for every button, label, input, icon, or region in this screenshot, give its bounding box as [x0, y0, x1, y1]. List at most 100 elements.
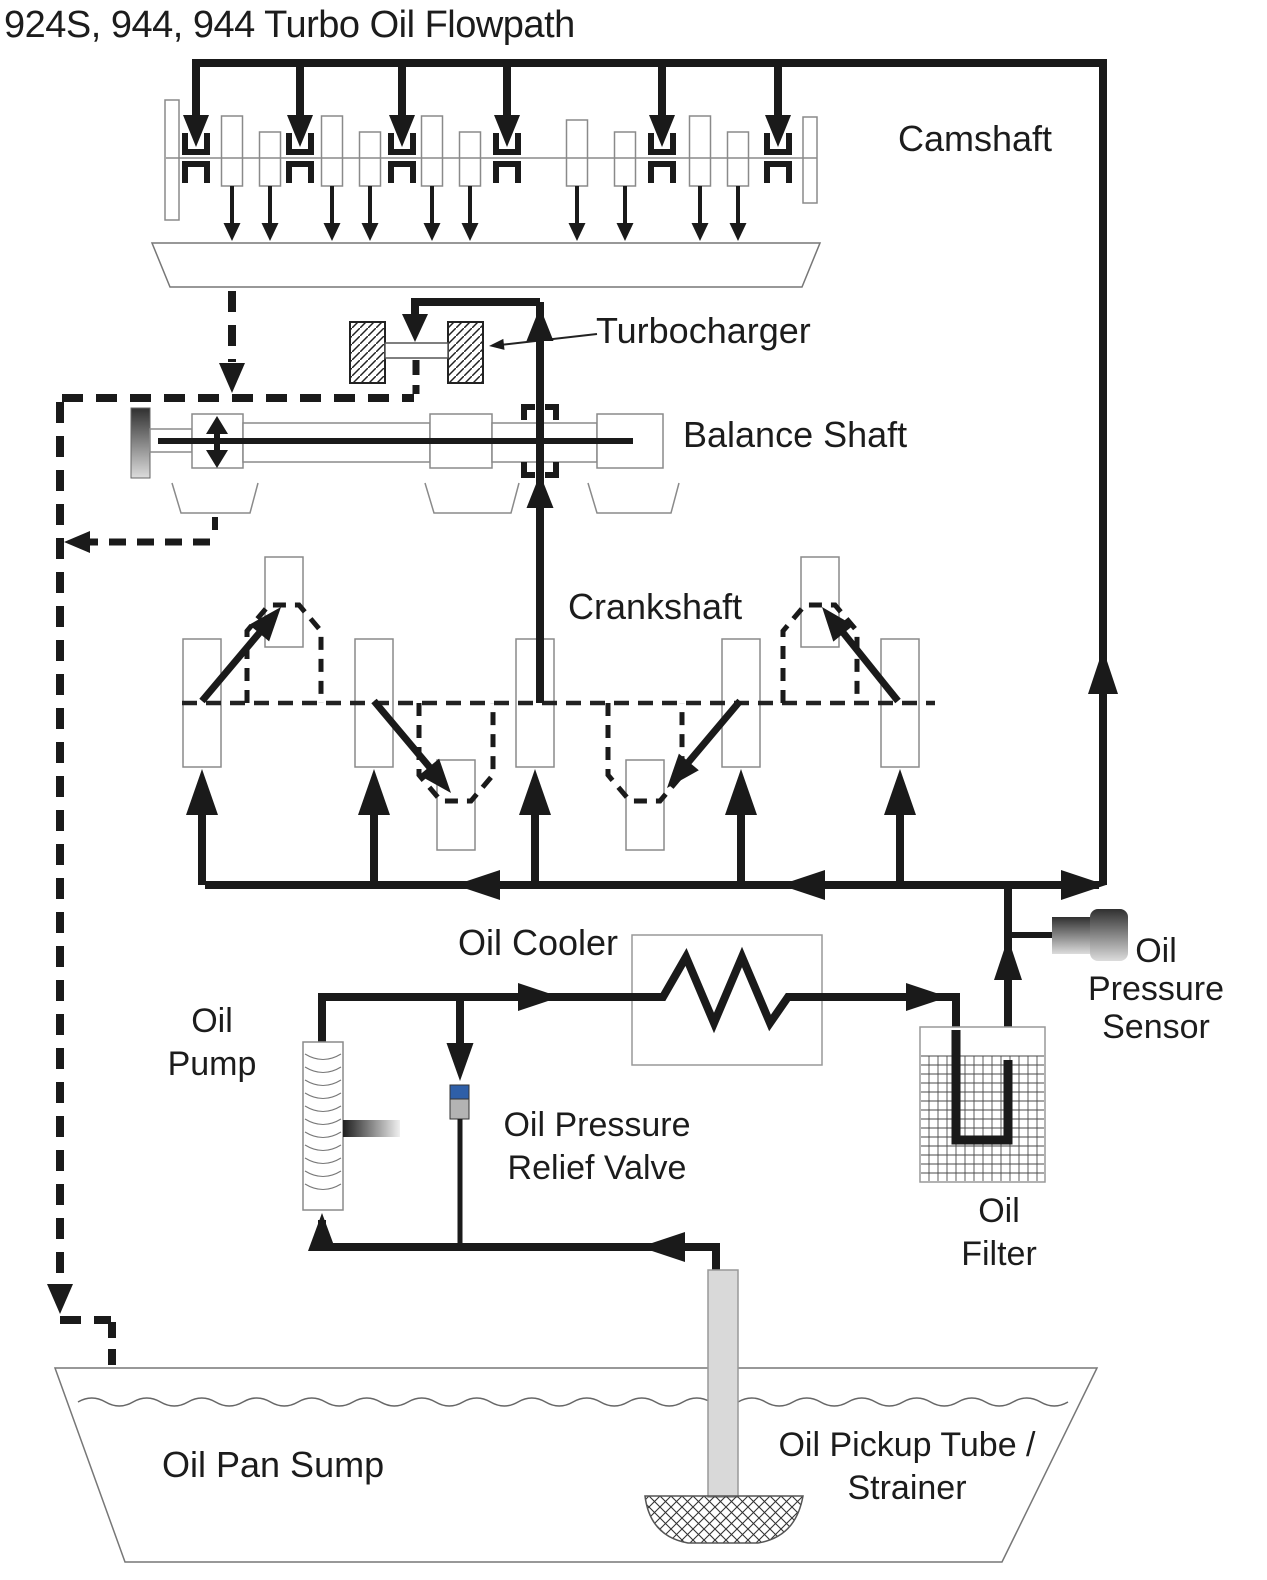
label-relief-line1: Oil Pressure — [503, 1106, 691, 1144]
cam-bed — [150, 242, 822, 288]
label-filter-line1: Oil — [978, 1192, 1020, 1230]
journal-feed-arrow — [358, 769, 390, 815]
crank-pin-upper — [800, 556, 840, 648]
lobe-drip-arrow — [361, 223, 379, 241]
pump-rotor-scallop — [304, 1170, 342, 1178]
lobe-drip-arrow — [616, 223, 634, 241]
cam-bearing-cap-upper — [286, 133, 314, 155]
cam-feed-arrow — [494, 115, 520, 147]
label-oil-pan-sump: Oil Pan Sump — [162, 1444, 385, 1485]
cam-bearing-cap-lower — [764, 161, 792, 183]
crank-passage-arrow — [249, 607, 281, 642]
turbo-wheel-right — [447, 321, 484, 384]
cam-lobe — [358, 131, 382, 187]
oil-filter-box — [919, 1026, 1046, 1183]
pickup-strainer — [644, 1495, 804, 1544]
manifold-arrow-left — [780, 870, 825, 900]
cam-feed-arrow — [183, 115, 209, 147]
relief-arrow — [446, 1043, 474, 1081]
journal-feed-arrow — [186, 769, 218, 815]
journal-feed-arrow — [884, 769, 916, 815]
cam-feed-arrow — [765, 115, 791, 147]
label-filter-line2: Filter — [961, 1235, 1037, 1273]
pump-in-arrow — [308, 1213, 336, 1251]
pump-rotor-scallop — [304, 1144, 342, 1152]
lobe-drip-arrow — [323, 223, 341, 241]
relief-valve-blue — [449, 1084, 470, 1100]
label-relief-valve: Oil Pressure Relief Valve — [447, 1104, 747, 1190]
balance-bracket — [521, 404, 535, 420]
cam-bearing-cap-upper — [764, 133, 792, 155]
cam-bearing-cap-upper — [648, 133, 676, 155]
label-sensor-line3: Sensor — [1102, 1008, 1210, 1046]
turbo-feed-arrow — [402, 314, 428, 342]
cam-lobe — [420, 115, 444, 187]
turbo-feed-line — [411, 298, 540, 316]
turbo-wheel-left — [349, 321, 386, 384]
riser-arrow-balance — [526, 474, 554, 508]
balance-bracket — [545, 404, 559, 420]
balance-bearing-arrow-up — [206, 416, 228, 434]
filter-out-arrow — [994, 938, 1022, 980]
cam-feed-arrow — [287, 115, 313, 147]
journal-feed-arrow — [725, 769, 757, 815]
suction-arrow — [640, 1232, 685, 1262]
oil-pump-body — [302, 1041, 344, 1211]
cam-drain-arrow — [219, 363, 245, 393]
pump-rotor-scallop — [304, 1053, 342, 1061]
cam-bearing-cap-lower — [286, 161, 314, 183]
pump-rotor-scallop — [304, 1131, 342, 1139]
pump-drive-shaft — [343, 1120, 400, 1137]
label-sensor-line2: Pressure — [1087, 970, 1225, 1008]
pump-rotor-scallop — [304, 1066, 342, 1074]
pump-rotor-scallop — [304, 1079, 342, 1087]
lobe-drip-arrow — [261, 223, 279, 241]
pump-rotor-scallop — [304, 1157, 342, 1165]
crank-passage — [371, 698, 440, 779]
label-crankshaft: Crankshaft — [568, 586, 743, 627]
cam-bearing-cap-lower — [648, 161, 676, 183]
cam-lobe — [565, 119, 589, 187]
page-title: 924S, 944, 944 Turbo Oil Flowpath — [4, 4, 575, 46]
cam-lobe — [258, 131, 282, 187]
cam-lobe — [220, 115, 244, 187]
oil-filter-media — [921, 1055, 1044, 1181]
balance-trough — [171, 482, 259, 514]
turbo-leader-arrow — [489, 338, 505, 350]
left-return-arrow — [47, 1284, 73, 1314]
label-oil-pump-line1: Oil — [191, 1002, 233, 1040]
balance-trough — [424, 482, 520, 514]
crank-passage — [199, 622, 269, 704]
lobe-drip-arrow — [423, 223, 441, 241]
label-camshaft: Camshaft — [898, 118, 1053, 159]
crank-passage — [678, 698, 743, 774]
label-balance-shaft: Balance Shaft — [683, 414, 908, 455]
lobe-drip-arrow — [691, 223, 709, 241]
crank-pin-upper — [264, 556, 304, 648]
cam-lobe — [688, 115, 712, 187]
crank-pin-lower — [436, 759, 476, 851]
crank-passage — [834, 622, 901, 704]
riser-up-arrow — [1088, 649, 1118, 694]
cam-bearing-cap-lower — [493, 161, 521, 183]
label-pickup-line2: Strainer — [847, 1469, 967, 1507]
crank-throw-lower — [605, 703, 685, 804]
pump-rotor-scallop — [304, 1105, 342, 1113]
lobe-drip-arrow — [223, 223, 241, 241]
pressure-sensor-body — [1090, 909, 1128, 961]
balance-pulley — [130, 407, 151, 479]
trough-return-arrow — [64, 531, 90, 553]
label-pickup-strainer: Oil Pickup Tube / Strainer — [737, 1424, 1077, 1510]
cam-end-disc-left — [164, 99, 180, 221]
balance-bearing-arrow-down — [206, 450, 228, 468]
label-pickup-line1: Oil Pickup Tube / — [778, 1426, 1036, 1464]
label-oil-pump: Oil Pump — [132, 1000, 292, 1086]
cam-feed-arrow — [389, 115, 415, 147]
crank-passage-arrow — [822, 607, 854, 642]
main-supply-line — [192, 59, 1107, 885]
label-sensor-line1: Oil — [1135, 932, 1177, 970]
lobe-drip-arrow — [568, 223, 586, 241]
balance-trough — [587, 482, 680, 514]
crank-passage-arrow — [667, 753, 699, 788]
